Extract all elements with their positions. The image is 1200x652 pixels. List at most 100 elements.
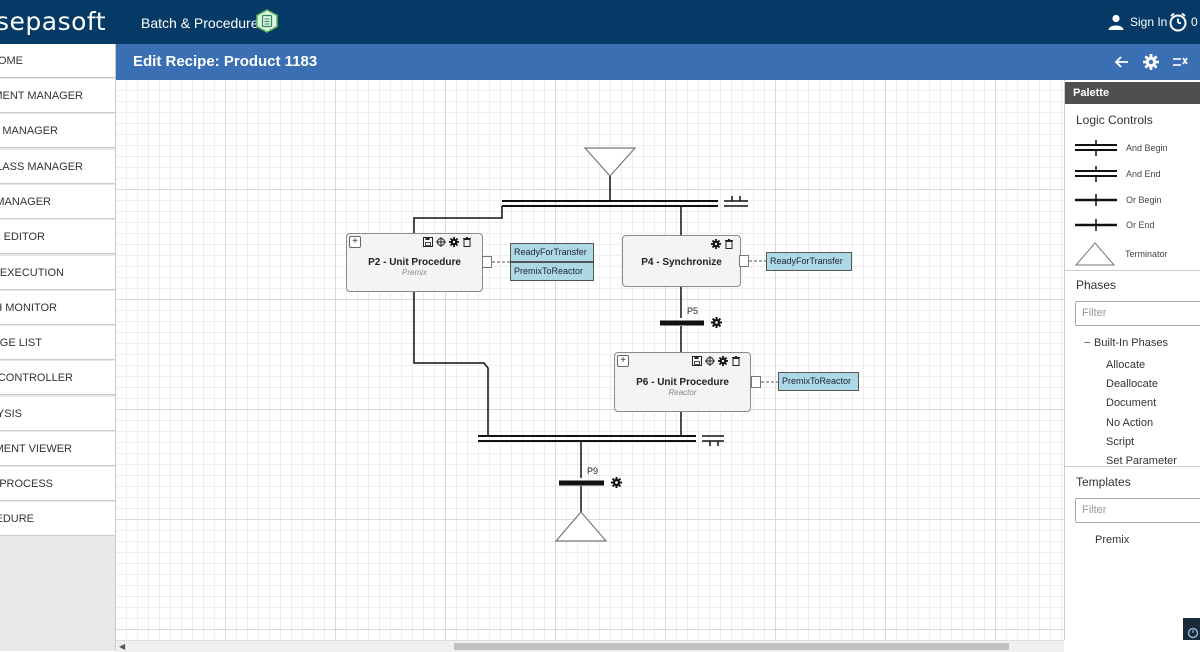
param-premix-to-reactor[interactable]: PremixToReactor — [510, 262, 594, 281]
and-end-icon[interactable] — [1073, 166, 1121, 182]
sidebar-nav: HOME EQUIPMENT MANAGER PHASE MANAGER UNI… — [0, 44, 116, 651]
sidebar-item-batch-controller[interactable]: BATCH CONTROLLER — [0, 361, 115, 395]
or-begin-icon[interactable] — [1073, 192, 1121, 208]
param-ready-for-transfer[interactable]: ReadyForTransfer — [510, 243, 594, 262]
scroll-thumb[interactable] — [454, 643, 1009, 650]
sidebar-item-label: RECIPE EDITOR — [0, 231, 45, 243]
trash-icon[interactable] — [724, 239, 734, 249]
terminator-label: Terminator — [1125, 249, 1168, 259]
sidebar-item-material-manager[interactable]: MATERIAL MANAGER — [0, 185, 115, 219]
trash-icon[interactable] — [731, 356, 741, 366]
page-title: Edit Recipe: Product 1183 — [133, 53, 318, 70]
trash-icon[interactable] — [462, 237, 472, 247]
collapse-icon[interactable] — [1171, 53, 1189, 71]
phases-filter-input[interactable]: Filter — [1075, 301, 1200, 326]
sidebar-item-batch-process[interactable]: BATCH PROCESS — [0, 467, 115, 501]
gear-icon[interactable] — [711, 239, 721, 249]
param-premix-to-reactor[interactable]: PremixToReactor — [778, 372, 859, 391]
or-begin-label: Or Begin — [1126, 195, 1162, 205]
phases-heading: Phases — [1076, 278, 1117, 292]
phase-set-parameter[interactable]: Set Parameter — [1106, 455, 1177, 466]
product-title: Batch & Procedure — [141, 15, 259, 31]
sidebar-item-message-list[interactable]: MESSAGE LIST — [0, 326, 115, 360]
param-ready-for-transfer[interactable]: ReadyForTransfer — [766, 252, 852, 271]
gear-icon[interactable] — [711, 317, 722, 328]
canvas-horizontal-scrollbar[interactable]: ◀ — [116, 640, 1064, 652]
scroll-left-arrow-icon[interactable]: ◀ — [119, 642, 126, 651]
sidebar-item-procedure[interactable]: PROCEDURE — [0, 502, 115, 536]
collapse-group-icon[interactable]: − — [1084, 337, 1091, 349]
sidebar-item-label: BATCH CONTROLLER — [0, 372, 73, 384]
sidebar-item-unit-class-manager[interactable]: UNIT CLASS MANAGER — [0, 150, 115, 184]
sidebar-item-label: BATCH MONITOR — [0, 302, 57, 314]
corner-timer-button[interactable] — [1183, 618, 1200, 640]
timer-count: 0 — [1191, 15, 1198, 29]
gear-icon[interactable] — [1142, 53, 1160, 71]
node-title: P2 - Unit Procedure — [368, 257, 461, 268]
gear-icon[interactable] — [449, 237, 459, 247]
step-label-p9: P9 — [587, 466, 599, 476]
save-icon[interactable] — [692, 356, 702, 366]
p6-unit-procedure-node[interactable]: + P6 - Unit Procedure Reactor — [614, 352, 751, 412]
crosshair-icon[interactable] — [705, 356, 715, 366]
palette-title: Palette — [1065, 82, 1200, 104]
p2-unit-procedure-node[interactable]: + P2 - Unit Procedure Premix — [346, 233, 483, 292]
p2-output-port[interactable] — [482, 256, 492, 268]
sidebar-item-document-viewer[interactable]: DOCUMENT VIEWER — [0, 432, 115, 466]
phase-deallocate[interactable]: Deallocate — [1106, 378, 1158, 390]
templates-filter-input[interactable]: Filter — [1075, 498, 1200, 523]
sidebar-item-analysis[interactable]: ANALYSIS — [0, 397, 115, 431]
phase-no-action[interactable]: No Action — [1106, 417, 1154, 429]
user-icon — [1108, 14, 1124, 30]
logic-controls-heading: Logic Controls — [1076, 113, 1153, 127]
phase-document[interactable]: Document — [1106, 397, 1157, 409]
timer-icon[interactable] — [1168, 12, 1188, 32]
sign-in-link[interactable]: Sign In — [1108, 12, 1167, 32]
divider — [1065, 466, 1200, 467]
gear-icon[interactable] — [718, 356, 728, 366]
sidebar-item-label: PHASE MANAGER — [0, 125, 58, 137]
sidebar-item-batch-execution[interactable]: BATCH EXECUTION — [0, 256, 115, 290]
recipe-canvas[interactable]: + P2 - Unit Procedure Premix ReadyForTra… — [116, 80, 1064, 640]
batch-procedure-icon — [256, 9, 278, 33]
sidebar-item-equipment-manager[interactable]: EQUIPMENT MANAGER — [0, 79, 115, 113]
sepasoft-logo: sepasoft — [0, 7, 107, 36]
and-begin-icon[interactable] — [1073, 140, 1121, 156]
phase-allocate[interactable]: Allocate — [1106, 359, 1146, 371]
end-terminator-icon[interactable] — [554, 511, 608, 542]
node-title: P4 - Synchronize — [641, 257, 722, 268]
or-end-icon[interactable] — [1073, 217, 1121, 233]
or-end-label: Or End — [1126, 220, 1155, 230]
sidebar-item-batch-monitor[interactable]: BATCH MONITOR — [0, 291, 115, 325]
sidebar-item-label: MESSAGE LIST — [0, 337, 42, 349]
template-premix[interactable]: Premix — [1095, 534, 1130, 546]
node-title: P6 - Unit Procedure — [636, 377, 729, 388]
divider — [1065, 270, 1200, 271]
back-arrow-icon[interactable] — [1113, 53, 1131, 71]
palette-panel: Palette Logic Controls And Begin And End… — [1064, 80, 1200, 640]
sidebar-item-label: UNIT CLASS MANAGER — [0, 161, 83, 173]
sidebar-item-label: BATCH PROCESS — [0, 478, 53, 490]
templates-heading: Templates — [1076, 475, 1131, 489]
sidebar-item-recipe-editor[interactable]: RECIPE EDITOR — [0, 220, 115, 254]
and-end-symbol-icon — [702, 435, 724, 446]
p6-output-port[interactable] — [751, 376, 761, 388]
save-icon[interactable] — [423, 237, 433, 247]
sidebar-item-phase-manager[interactable]: PHASE MANAGER — [0, 114, 115, 148]
step-label-p5: P5 — [687, 306, 699, 316]
p4-synchronize-node[interactable]: P4 - Synchronize — [622, 235, 741, 287]
built-in-phases-group[interactable]: Built-In Phases — [1094, 337, 1168, 349]
begin-terminator-icon[interactable] — [583, 147, 637, 177]
sidebar-item-label: PROCEDURE — [0, 513, 34, 525]
gear-icon[interactable] — [611, 477, 622, 488]
top-bar: sepasoft Batch & Procedure Sign In 0 — [0, 0, 1200, 44]
terminator-icon[interactable] — [1074, 242, 1116, 266]
node-subtitle: Premix — [402, 268, 427, 277]
crosshair-icon[interactable] — [436, 237, 446, 247]
expand-button[interactable]: + — [349, 236, 361, 248]
sidebar-item-home[interactable]: HOME — [0, 44, 115, 78]
p4-output-port[interactable] — [739, 255, 749, 267]
phase-script[interactable]: Script — [1106, 436, 1135, 448]
timer-icon — [1187, 627, 1199, 639]
expand-button[interactable]: + — [617, 355, 629, 367]
